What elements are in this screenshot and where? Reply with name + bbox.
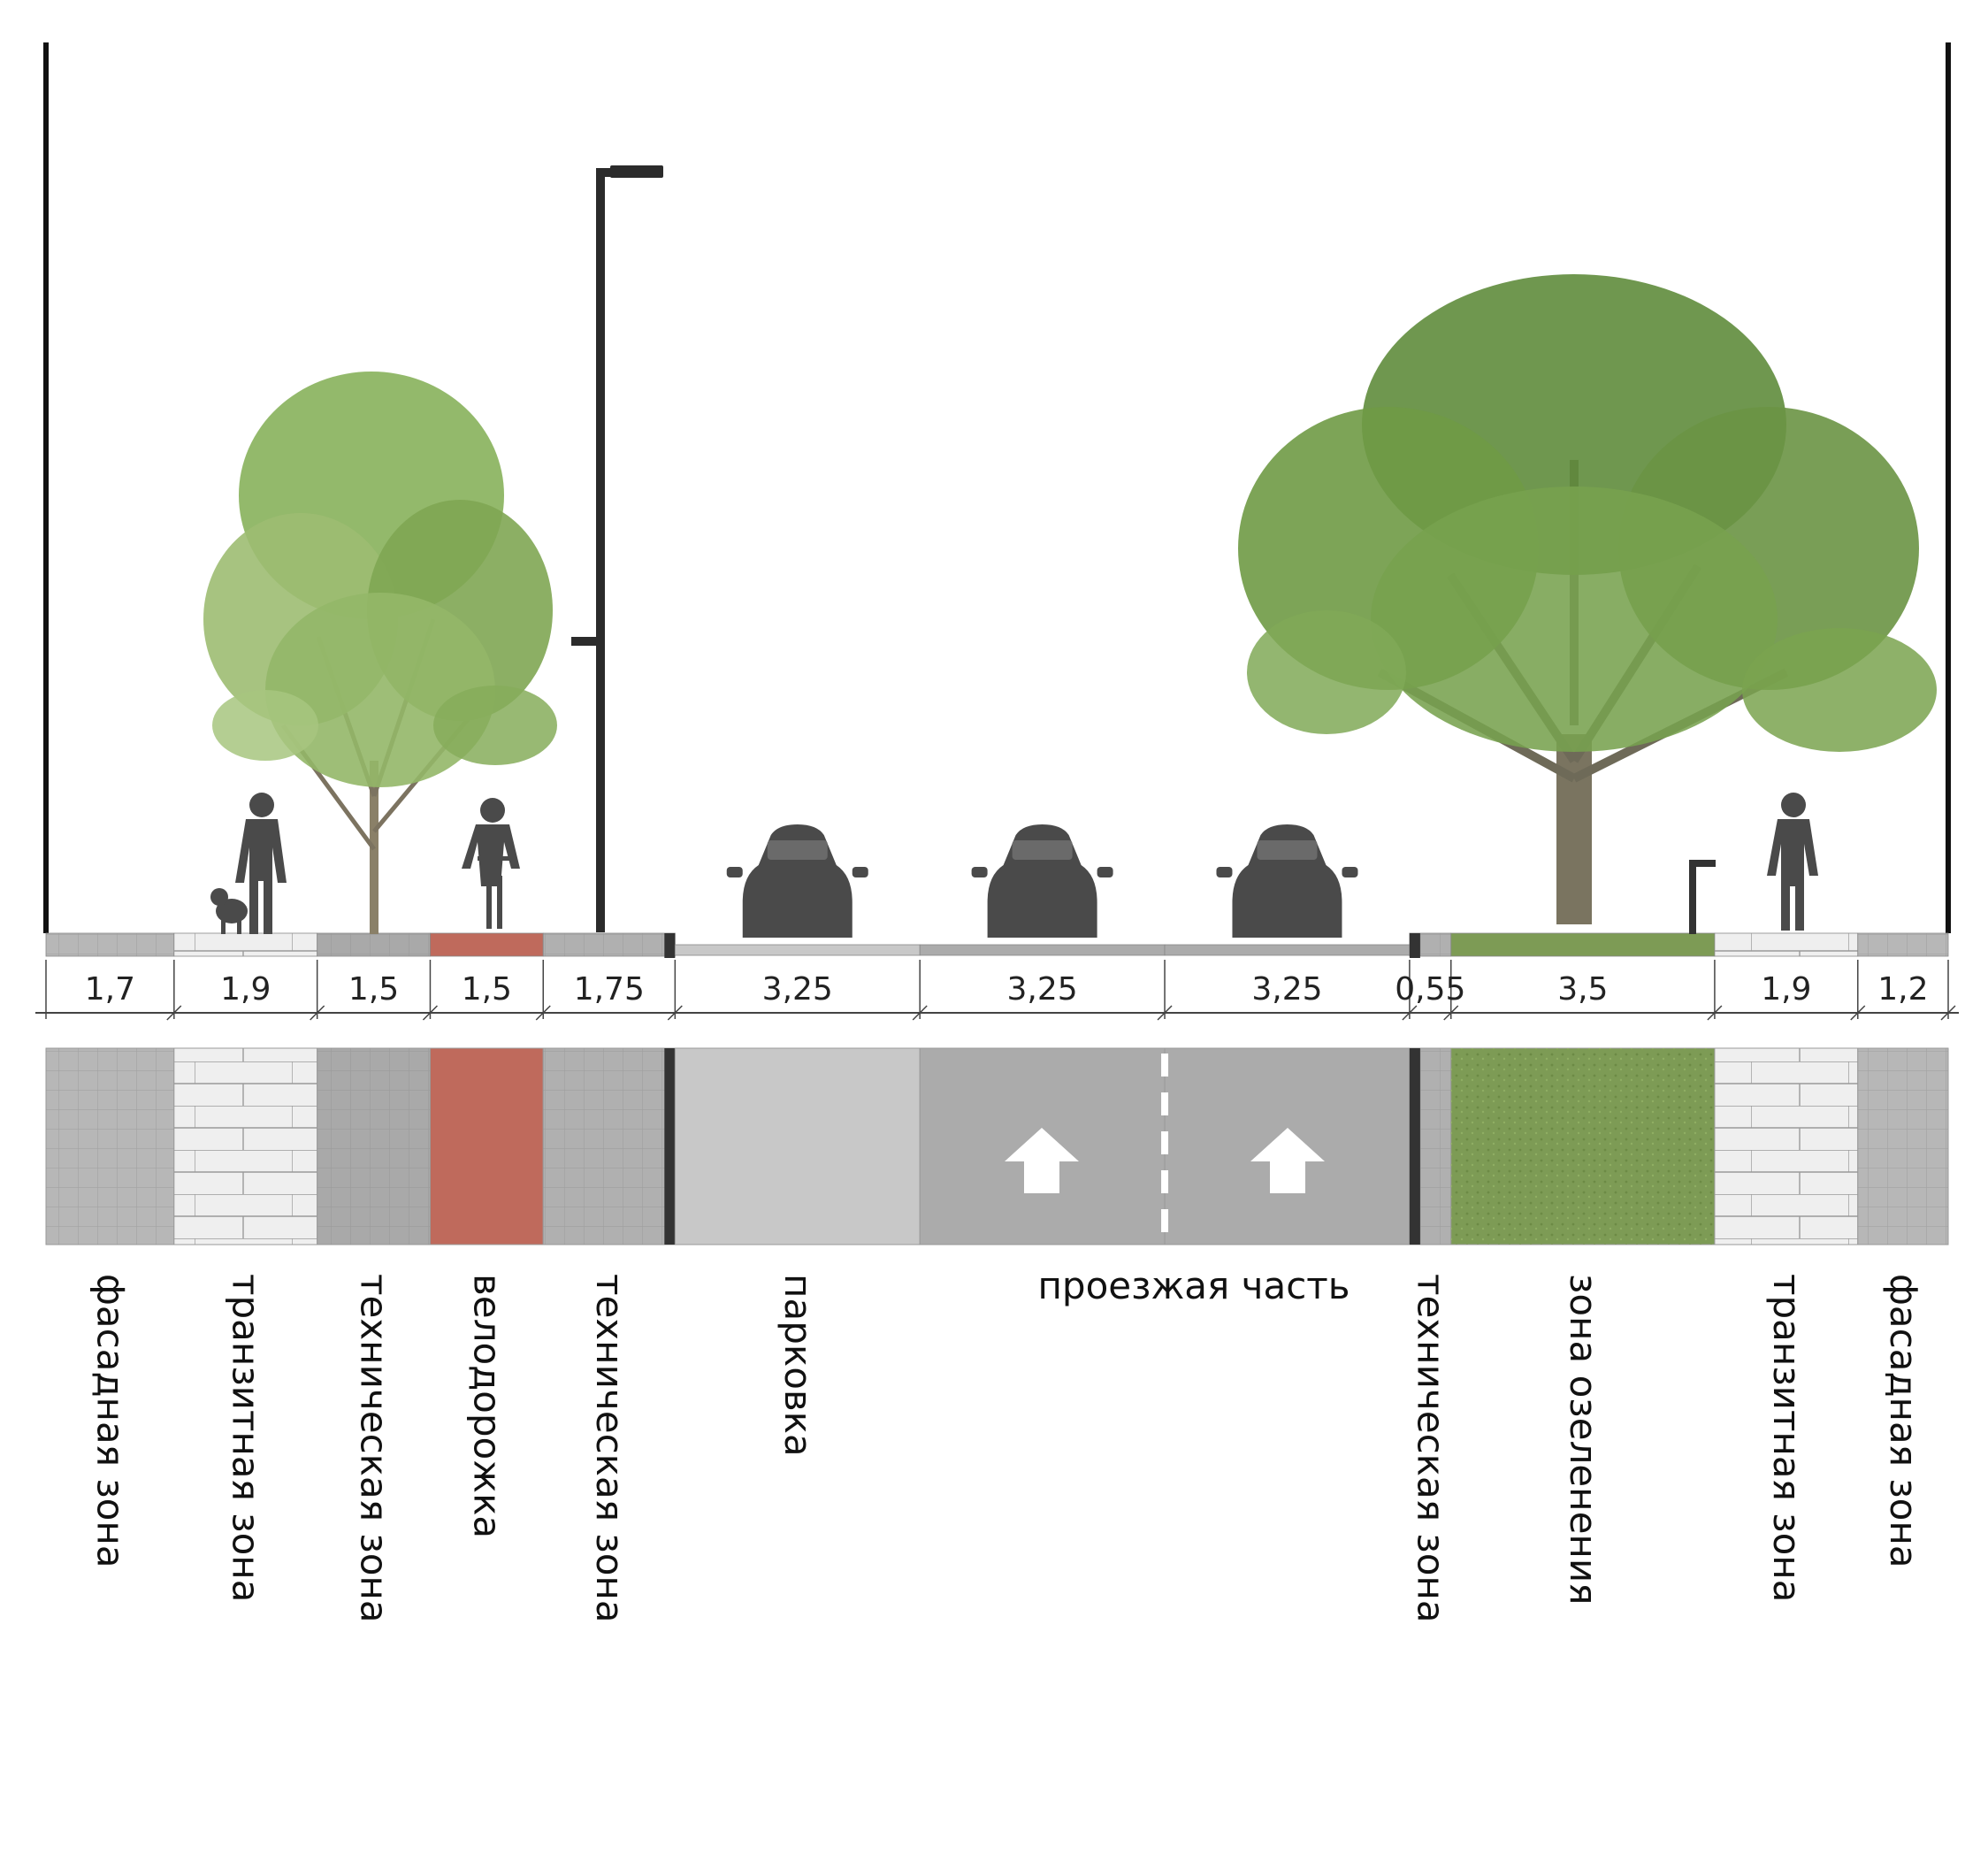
zone-label-parking: парковка <box>776 1274 820 1457</box>
zone-label-technical-2: техническая зона <box>588 1274 631 1623</box>
section-strip-green-zone <box>1450 932 1716 957</box>
street-lamp-icon <box>571 165 663 932</box>
centre-dash <box>1161 1248 1169 1271</box>
bollard-icon <box>1689 860 1716 934</box>
car-icon <box>1216 824 1358 938</box>
centre-dash <box>1161 1131 1169 1154</box>
centre-dash <box>1161 1170 1169 1193</box>
dimension-label-technical-3: 0,55 <box>1395 971 1465 1008</box>
section-strip-lane-2 <box>1164 944 1411 956</box>
section-strip-lane-1 <box>919 944 1166 956</box>
centre-dash <box>1161 1092 1169 1115</box>
section-pattern-technical-1 <box>317 933 431 956</box>
section-pattern-technical-2 <box>543 933 676 956</box>
plan-pattern-technical-2 <box>543 1048 676 1245</box>
dimension-label-facade-left: 1,7 <box>85 971 135 1008</box>
dimension-label-lane-2: 3,25 <box>1251 971 1322 1008</box>
plan-pattern-technical-1 <box>317 1048 431 1245</box>
section-pattern-transit-right <box>1714 933 1858 956</box>
car-layer <box>726 824 1358 938</box>
zone-label-facade-left: фасадная зона <box>88 1274 132 1568</box>
dog-icon <box>210 888 248 934</box>
dimension-tick-mark <box>1707 1005 1723 1021</box>
plan-pattern-facade-right <box>1857 1048 1948 1245</box>
dimension-tick-mark <box>1402 1005 1418 1021</box>
carriageway-label: проезжая часть <box>1037 1264 1350 1307</box>
zone-label-facade-right: фасадная зона <box>1882 1274 1925 1568</box>
dimension-label-green-zone: 3,5 <box>1557 971 1608 1008</box>
dimension-label-technical-2: 1,75 <box>574 971 645 1008</box>
section-strip-bike-lane <box>430 932 544 957</box>
pedestrian-icon <box>235 793 287 934</box>
centre-line-marking <box>1161 1054 1169 1271</box>
zone-label-bike-lane: велодорожка <box>465 1274 508 1538</box>
curb-left <box>664 933 676 958</box>
plan-grass-texture <box>1450 1048 1715 1245</box>
plan-strip-parking <box>674 1047 921 1245</box>
dimension-label-facade-right: 1,2 <box>1877 971 1928 1008</box>
curb-right-plan <box>1409 1048 1420 1245</box>
zone-label-transit-left: транзитная зона <box>225 1274 268 1602</box>
plan-pattern-transit-right <box>1714 1048 1858 1245</box>
car-icon <box>726 824 868 938</box>
lane-arrow-icon <box>1250 1128 1325 1193</box>
pedestrian-icon <box>1767 793 1818 931</box>
dimension-tick-mark <box>912 1005 928 1021</box>
dimension-tick-mark <box>166 1005 182 1021</box>
zone-label-green-zone: зона озеленения <box>1562 1274 1605 1605</box>
dimension-label-technical-1: 1,5 <box>348 971 399 1008</box>
tree-icon <box>1238 274 1937 924</box>
dimension-tick-mark <box>310 1005 325 1021</box>
dimension-row: 1,7 1,9 1,5 1,5 1,75 3,25 3,25 3,25 0,55 3,5 1,9 1,… <box>35 960 1959 1021</box>
section-strip-parking <box>674 944 921 956</box>
dimension-label-bike-lane: 1,5 <box>462 971 512 1008</box>
tree-icon <box>203 372 557 934</box>
plan-strip-layer <box>45 1047 1949 1245</box>
dimension-tick-mark <box>422 1005 438 1021</box>
zone-label-layer: фасадная зона транзитная зона техническая … <box>88 1274 1924 1623</box>
dimension-label-lane-1: 3,25 <box>1007 971 1078 1008</box>
section-strip-layer <box>45 932 1949 958</box>
centre-dash <box>1161 1209 1169 1232</box>
dimension-tick-mark <box>1157 1005 1173 1021</box>
plan-pattern-facade-left <box>46 1048 174 1245</box>
dimension-label-transit-right: 1,9 <box>1761 971 1811 1008</box>
section-pattern-facade-left <box>46 933 174 956</box>
dimension-label-transit-left: 1,9 <box>220 971 271 1008</box>
section-pattern-transit-left <box>173 933 317 956</box>
car-icon <box>971 824 1113 938</box>
dimension-tick-mark <box>1443 1005 1459 1021</box>
zone-label-technical-1: техническая зона <box>353 1274 396 1623</box>
dimension-tick-mark <box>1940 1005 1956 1021</box>
plan-pattern-transit-left <box>173 1048 317 1245</box>
cyclist-icon <box>462 798 520 929</box>
dimension-tick-mark <box>1850 1005 1866 1021</box>
plan-strip-bike-lane <box>429 1047 544 1245</box>
centre-dash <box>1161 1054 1169 1077</box>
dimension-tick-mark <box>535 1005 551 1021</box>
dimension-tick-mark <box>667 1005 683 1021</box>
lane-arrow-icon <box>1005 1128 1079 1193</box>
zone-label-technical-3: техническая зона <box>1409 1274 1452 1623</box>
curb-left-plan <box>664 1048 676 1245</box>
zone-label-transit-right: транзитная зона <box>1765 1274 1808 1602</box>
dimension-label-parking: 3,25 <box>762 971 833 1008</box>
section-pattern-facade-right <box>1857 933 1948 956</box>
curb-right <box>1409 933 1420 958</box>
